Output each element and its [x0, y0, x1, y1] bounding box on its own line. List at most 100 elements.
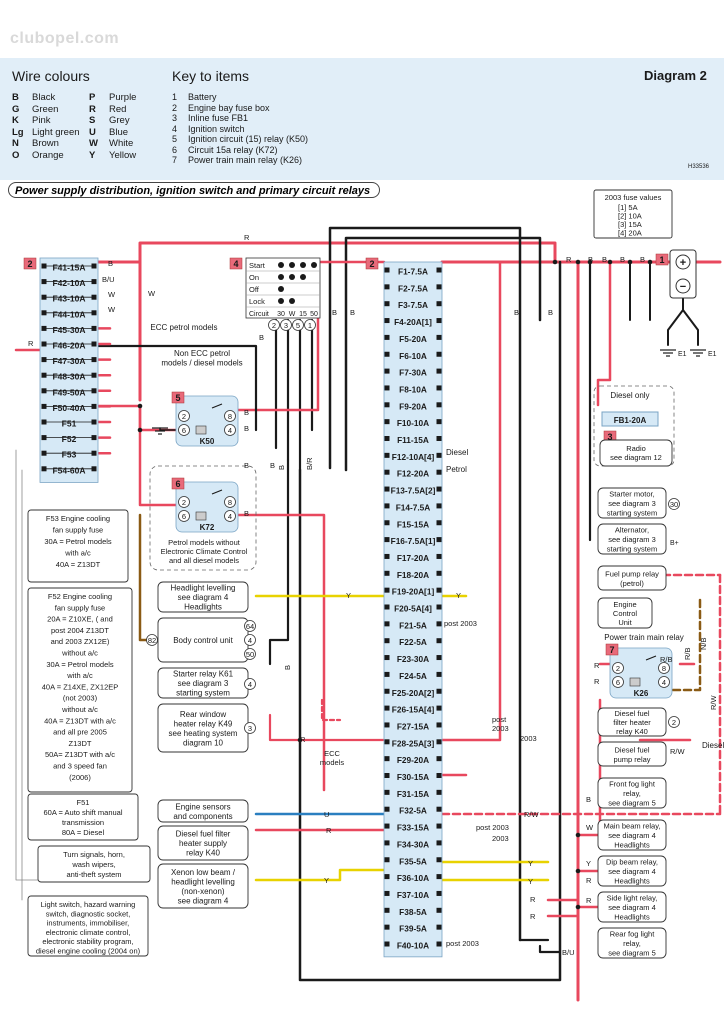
fuse-terminal	[436, 655, 442, 661]
right-box-text: Dip beam relay,	[606, 858, 658, 867]
fuse-terminal	[384, 334, 390, 340]
right-fuse-label: F33-15A	[397, 823, 429, 833]
connector-pin-number: 4	[248, 636, 252, 645]
wire-colour-letter: W	[108, 305, 116, 314]
connector-pin-number: 6	[182, 512, 186, 521]
right-fuse-label: F25-20A[2]	[392, 688, 435, 698]
right-fuse-label: F30-15A	[397, 772, 429, 782]
right-box-text: Side light relay,	[607, 894, 658, 903]
fuse-terminal	[384, 857, 390, 863]
key-item-label: Engine bay fuse box	[188, 102, 270, 113]
wire-colour-code: O	[12, 149, 20, 161]
ignition-switch-tag	[229, 257, 243, 270]
fuse-terminal	[436, 840, 442, 846]
key-item-label: Circuit 15a relay (K72)	[188, 144, 278, 155]
fuse-terminal	[384, 318, 390, 324]
label-petrol: Petrol	[446, 465, 467, 474]
relay-coil	[195, 425, 207, 435]
note-text: F53 Engine cooling	[46, 514, 110, 523]
connector-pin-number: 6	[182, 426, 186, 435]
wire-colour-letter: R	[530, 895, 536, 904]
mid-box-text: heater relay K49	[174, 719, 233, 728]
splice-dot	[137, 403, 143, 409]
wire-colour-name: Blue	[109, 126, 129, 138]
wire	[96, 344, 258, 432]
relay-body	[175, 481, 239, 533]
wire	[440, 260, 502, 742]
note-text: and all pre 2005	[53, 728, 107, 737]
fb1-fuse	[601, 411, 659, 427]
battery-minus: −	[680, 281, 686, 293]
mid-box-text: heater supply	[179, 839, 227, 848]
fuse-terminal	[436, 789, 442, 795]
right-fuse-label: F23-30A	[397, 654, 429, 664]
fuse-terminal	[384, 638, 390, 644]
right-fuse-label: F8-10A	[399, 384, 427, 394]
f51-note-box	[27, 793, 139, 841]
right-fuse-box-tag	[365, 257, 379, 270]
note-text: 40A = Z13DT	[56, 560, 101, 569]
diagram-title: Power supply distribution, ignition swit…	[8, 182, 380, 198]
right-fuse-label: F6-10A	[399, 351, 427, 361]
right-box-text: Front fog light	[609, 780, 656, 789]
wire-colour-letter: B	[588, 255, 593, 264]
right-fuse-label: F19-20A[1]	[392, 587, 435, 597]
ignition-position-label: Start	[249, 261, 266, 270]
wire	[667, 292, 684, 346]
connector-pin	[224, 424, 236, 436]
ignition-contact-dot	[289, 274, 295, 280]
wire-colour-letter: B	[350, 308, 355, 317]
item-number: 4	[233, 259, 238, 269]
right-box-text: see diagram 5	[608, 799, 656, 808]
wire-letter: B+	[670, 540, 679, 547]
label-post-2003: post 2003	[476, 823, 509, 832]
wire-colour-letter: B	[244, 408, 249, 417]
connector-pin	[612, 676, 624, 688]
diagram-number: Diagram 2	[644, 68, 707, 83]
fuse-terminal	[384, 941, 390, 947]
wire	[538, 944, 562, 954]
left-fuse-label: F47-30A	[52, 356, 85, 366]
right-box-text: see diagram 12	[610, 453, 662, 462]
wire-colour-letter: U	[324, 810, 329, 819]
fuse-terminal	[384, 452, 390, 458]
relay-switch	[211, 403, 223, 409]
wire-colour-name: Yellow	[109, 149, 137, 161]
ignition-circuit-label: Circuit	[249, 311, 269, 318]
mid-box-text: relay K40	[186, 849, 220, 858]
starter-motor-box	[597, 487, 667, 519]
wire-colour-letter: B	[270, 461, 275, 470]
wire-colour-name: Purple	[109, 92, 137, 103]
wire-colour-letter: B	[244, 424, 249, 433]
connector-pin	[224, 510, 236, 522]
wire-colour-letter: W	[586, 823, 594, 832]
wire-colour-letter: B	[602, 255, 607, 264]
item-number: 1	[659, 255, 664, 265]
right-box-text: Rear fog light	[610, 930, 656, 939]
fuse-terminal	[436, 334, 442, 340]
right-fuse-label: F40-10A	[397, 941, 429, 951]
right-fuse-label: F27-15A	[397, 721, 429, 731]
fuse-value: [2] 10A	[618, 212, 642, 221]
connector-pin	[244, 620, 256, 632]
key-item-number: 4	[172, 123, 178, 134]
label-post-2003: post	[492, 715, 507, 724]
ignition-contact-dot	[278, 274, 284, 280]
note-text: fan supply fuse	[53, 526, 103, 535]
fuse-terminal	[384, 368, 390, 374]
key-item-number: 2	[172, 102, 178, 113]
alternator-box	[597, 523, 667, 555]
battery-minus-terminal	[675, 278, 691, 294]
wire-colour-letter: R	[566, 255, 572, 264]
right-fuse-label: F15-15A	[397, 519, 429, 529]
relay-body	[175, 395, 239, 447]
ignition-contact-dot	[289, 298, 295, 304]
fuse-terminal	[436, 553, 442, 559]
right-box-text: see diagram 4	[608, 903, 656, 912]
connector-pin-number: 4	[248, 680, 252, 689]
right-fuse-label: F14-7.5A	[396, 502, 431, 512]
wire-colour-name: Light green	[32, 126, 80, 138]
f53-note-box	[27, 509, 129, 583]
note-text: 40A = Z13DT with a/c	[44, 716, 116, 725]
